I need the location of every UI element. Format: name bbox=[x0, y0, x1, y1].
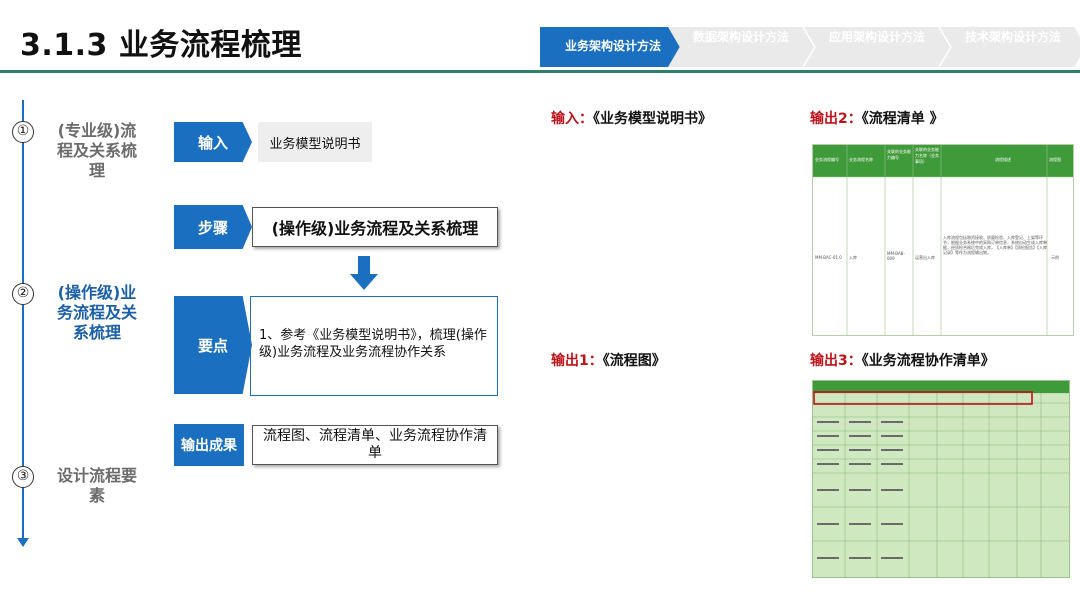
key-points-text: 1、参考《业务模型说明书》，梳理(操作级)业务流程及业务流程协作关系 bbox=[259, 328, 487, 360]
output-input-label: 输入：《业务模型说明书》 bbox=[551, 108, 712, 128]
process-list-header-1: 业务流程编号 bbox=[815, 157, 839, 162]
process-list-header-4: 关联的业务能力名称（业务事项） bbox=[915, 147, 939, 164]
step-1-label: (专业级)流程及关系梳理 bbox=[56, 121, 137, 180]
process-list-cell-id: MM-BAC-01.0 bbox=[815, 255, 842, 260]
step-3-label: 设计流程要素 bbox=[56, 466, 137, 505]
input-text: 业务模型说明书 bbox=[269, 136, 361, 152]
output-3-text: 《业务流程协作清单》 bbox=[861, 353, 995, 369]
down-arrow-icon bbox=[350, 256, 378, 290]
highlight-row-box bbox=[813, 391, 1033, 405]
process-list-cell-diagram: 示例 bbox=[1051, 255, 1059, 260]
output-input-prefix: 输入： bbox=[551, 111, 593, 127]
output-1-prefix: 输出1： bbox=[551, 353, 603, 369]
output-1-label: 输出1：《流程图》 bbox=[551, 350, 666, 370]
output-2-text: 《流程清单 》 bbox=[861, 111, 944, 127]
step-text: (操作级)业务流程及关系梳理 bbox=[271, 219, 479, 238]
process-list-cell-description: 入库流程包括物资接收、质量检验、入库登记、上架等环节，根据业务系统中的采购订单信… bbox=[943, 235, 1047, 255]
step-tag: 步骤 bbox=[174, 205, 252, 249]
input-box: 业务模型说明书 bbox=[258, 122, 372, 162]
process-list-header-5: 流程描述 bbox=[995, 157, 1011, 162]
step-2-number: ② bbox=[12, 283, 34, 305]
deliverables-box: 流程图、流程清单、业务流程协作清单 bbox=[252, 425, 498, 465]
page-title: 3.1.3 业务流程梳理 bbox=[20, 28, 302, 63]
output-3-label: 输出3：《业务流程协作清单》 bbox=[810, 350, 995, 370]
output-3-prefix: 输出3： bbox=[810, 353, 862, 369]
process-list-thumbnail: 业务流程编号 业务流程名称 关联的业务能力编号 关联的业务能力名称（业务事项） … bbox=[812, 144, 1074, 336]
process-list-header-2: 业务流程名称 bbox=[849, 157, 873, 162]
timeline bbox=[22, 100, 24, 540]
deliverables-tag: 输出成果 bbox=[174, 424, 244, 466]
process-list-header-3: 关联的业务能力编号 bbox=[887, 149, 911, 160]
collaboration-list-thumbnail bbox=[812, 380, 1070, 578]
process-list-cell-capability-name: 运营出入库 bbox=[915, 255, 935, 260]
process-list-header-6: 流程图 bbox=[1049, 157, 1061, 162]
method-tabs: 业务架构设计方法 数据架构设计方法 应用架构设计方法 技术架构设计方法 bbox=[540, 27, 1080, 67]
process-list-grid bbox=[813, 145, 1073, 335]
step-2-label: (操作级)业务流程及关系梳理 bbox=[56, 283, 137, 342]
deliverables-text: 流程图、流程清单、业务流程协作清单 bbox=[263, 428, 487, 461]
tab-business-architecture[interactable]: 业务架构设计方法 bbox=[540, 27, 686, 67]
output-input-text: 《业务模型说明书》 bbox=[593, 111, 712, 127]
collaboration-list-grid bbox=[813, 381, 1069, 577]
process-list-header-bar bbox=[813, 145, 1073, 177]
output-2-label: 输出2：《流程清单 》 bbox=[810, 108, 944, 128]
step-3-number: ③ bbox=[12, 466, 34, 488]
key-points-box: 1、参考《业务模型说明书》，梳理(操作级)业务流程及业务流程协作关系 bbox=[250, 296, 498, 396]
process-list-cell-capability-id: MM-BAB-009 bbox=[887, 251, 905, 261]
tab-application-architecture[interactable]: 应用架构设计方法 bbox=[804, 27, 950, 67]
title-divider bbox=[0, 70, 1080, 73]
step-1-number: ① bbox=[12, 121, 34, 143]
process-list-cell-name: 入库 bbox=[849, 255, 857, 260]
input-tag: 输入 bbox=[174, 122, 252, 162]
tab-technology-architecture[interactable]: 技术架构设计方法 bbox=[940, 27, 1080, 67]
step-box: (操作级)业务流程及关系梳理 bbox=[252, 207, 498, 247]
timeline-arrow-icon bbox=[17, 538, 29, 547]
tab-data-architecture[interactable]: 数据架构设计方法 bbox=[668, 27, 814, 67]
output-2-prefix: 输出2： bbox=[810, 111, 862, 127]
key-points-tag: 要点 bbox=[174, 296, 252, 394]
output-1-text: 《流程图》 bbox=[602, 353, 666, 369]
